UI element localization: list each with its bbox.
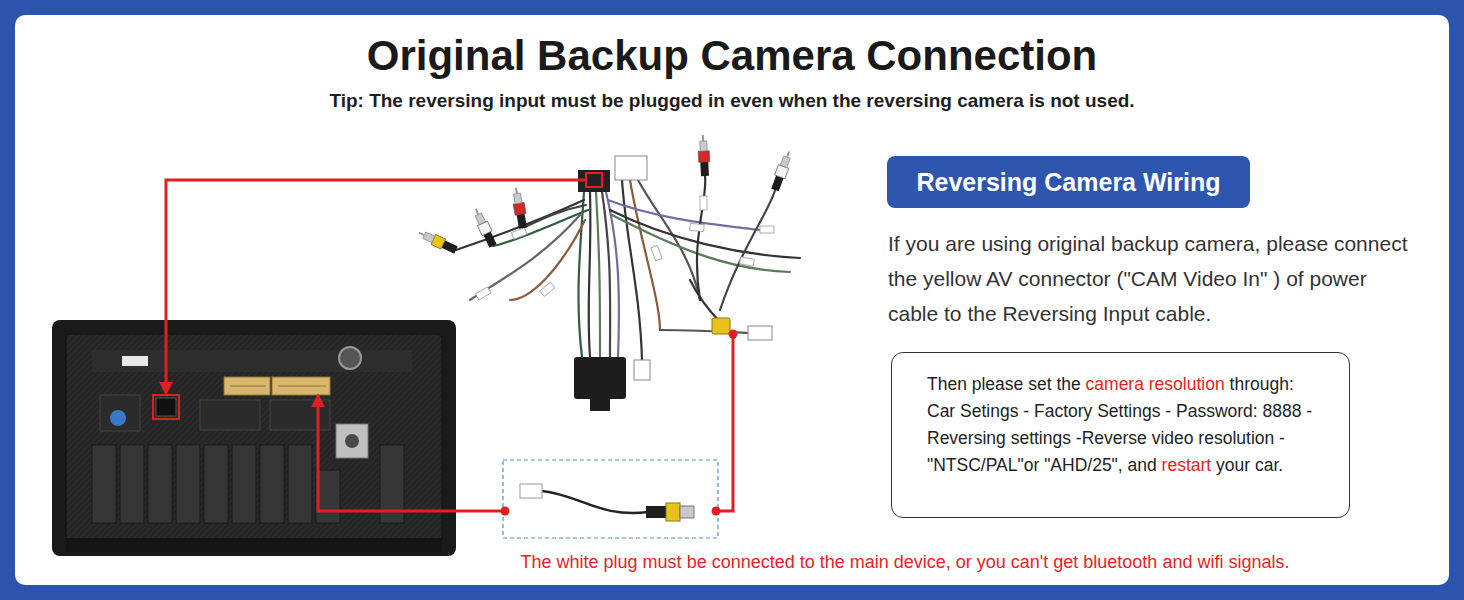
instruction-text: If you are using original backup camera,… <box>888 226 1418 331</box>
pointer-dots <box>501 330 738 516</box>
box-text: Reversing Camera Wiring <box>916 168 1220 197</box>
reversing-input-cable <box>503 460 718 538</box>
text-run: camera resolution <box>1086 374 1225 394</box>
tip-note: Tip: The reversing input must be plugged… <box>0 88 1464 114</box>
text-run: your car. <box>1211 455 1283 475</box>
pointer-arrows <box>166 173 733 511</box>
text-run: restart <box>1162 455 1212 475</box>
text-run: Reversing Camera Wiring <box>916 168 1220 196</box>
harness-connectors <box>417 135 795 411</box>
wiring-harness <box>456 176 800 360</box>
section-header: Reversing Camera Wiring <box>887 156 1250 208</box>
settings-box: Then please set the camera resolution th… <box>891 352 1350 518</box>
page-title: Original Backup Camera Connection <box>0 30 1464 82</box>
head-unit <box>52 320 456 556</box>
warning-note: The white plug must be connected to the … <box>480 549 1330 575</box>
text-run: Then please set the <box>927 374 1086 394</box>
box-text: Then please set the camera resolution th… <box>927 371 1322 479</box>
